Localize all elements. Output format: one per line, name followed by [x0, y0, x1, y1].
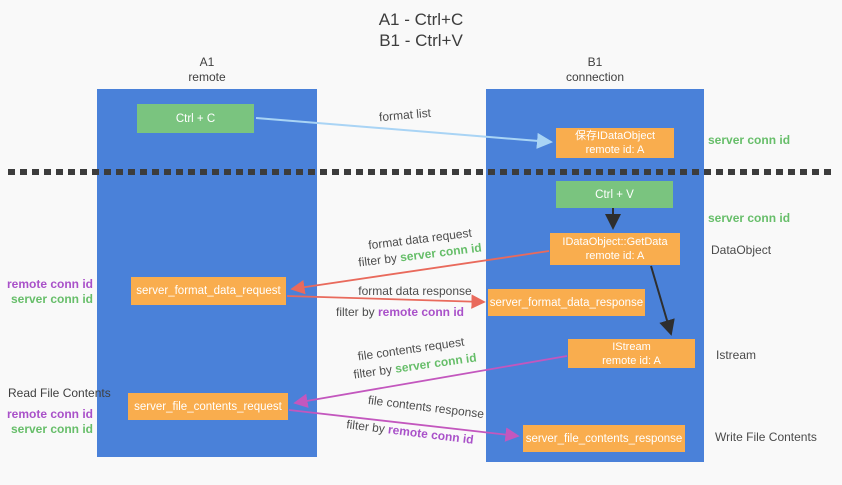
- annotation-server-conn-id-top: server conn id: [708, 133, 791, 147]
- node-server-format-data-request: server_format_data_request: [131, 277, 286, 305]
- lifeline-b1-role: connection: [565, 70, 625, 84]
- lifeline-a1-name: A1: [199, 55, 215, 69]
- node-ctrl-c: Ctrl + C: [137, 104, 254, 133]
- annotation-file-remote-conn-id: remote conn id: [6, 407, 93, 421]
- title-line-1: A1 - Ctrl+C: [378, 10, 464, 29]
- node-ctrl-v: Ctrl + V: [556, 181, 673, 208]
- lifeline-header-a1: A1 remote: [97, 55, 317, 85]
- arrow-format-data-request: [290, 250, 550, 295]
- node-istream-line1: IStream: [612, 340, 651, 353]
- title-line-2: B1 - Ctrl+V: [379, 31, 463, 50]
- node-getdata-line1: IDataObject::GetData: [562, 236, 668, 248]
- lifeline-a1-role: remote: [188, 70, 226, 84]
- node-save-dataobject-line1: 保存IDataObject: [574, 130, 656, 142]
- node-save-dataobject: 保存IDataObject remote id: A: [556, 128, 674, 158]
- node-server-file-contents-response: server_file_contents_response: [523, 425, 685, 452]
- annotation-dataobject: DataObject: [711, 243, 772, 257]
- annotation-format-conn-ids: remote conn id server conn id: [0, 277, 93, 307]
- node-server-format-data-response: server_format_data_response: [488, 289, 645, 316]
- arrow-file-contents-request: [293, 355, 568, 408]
- lifeline-header-b1: B1 connection: [486, 55, 704, 85]
- arrow-file-contents-response: [288, 409, 520, 442]
- node-server-file-contents-request: server_file_contents_request: [128, 393, 288, 420]
- annotation-file-server-conn-id: server conn id: [10, 422, 93, 436]
- diagram-title: A1 - Ctrl+C B1 - Ctrl+V: [0, 9, 842, 51]
- node-getdata-line2: remote id: A: [585, 250, 645, 262]
- node-idataobject-getdata: IDataObject::GetData remote id: A: [550, 233, 680, 265]
- lifeline-b1-name: B1: [587, 55, 603, 69]
- label-format-data-response: format data response: [358, 284, 472, 298]
- node-istream: IStream remote id: A: [568, 339, 695, 368]
- arrow-getdata-to-istream: [650, 265, 675, 336]
- label-filter-remote-conn-id-2: remote conn id: [378, 305, 465, 319]
- annotation-format-remote-conn-id: remote conn id: [6, 277, 93, 291]
- annotation-write-file-contents: Write File Contents: [715, 430, 817, 444]
- label-filter-by-2: filter by: [335, 305, 378, 319]
- node-istream-line2: remote id: A: [602, 354, 661, 367]
- node-save-dataobject-line2: remote id: A: [585, 144, 645, 156]
- annotation-istream: Istream: [716, 348, 757, 362]
- annotation-read-file-contents: Read File Contents: [8, 386, 111, 400]
- arrow-format-list: [255, 117, 553, 149]
- annotation-file-conn-ids: remote conn id server conn id: [0, 407, 93, 437]
- phase-divider-dotted-line: [8, 169, 834, 175]
- annotation-server-conn-id-mid: server conn id: [708, 211, 791, 225]
- label-format-data-response-filter: filter by remote conn id: [320, 305, 480, 319]
- annotation-format-server-conn-id: server conn id: [10, 292, 93, 306]
- arrow-format-data-response: [286, 294, 486, 309]
